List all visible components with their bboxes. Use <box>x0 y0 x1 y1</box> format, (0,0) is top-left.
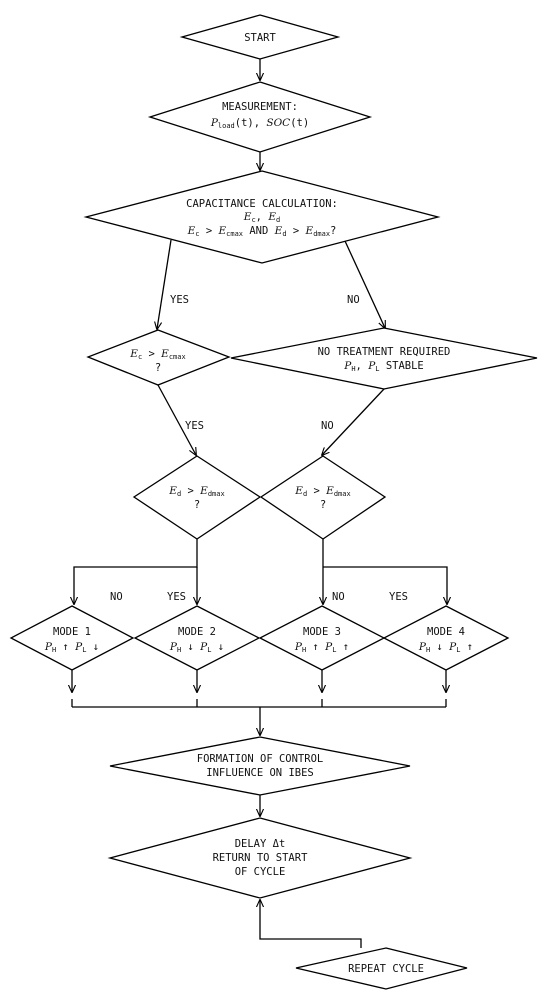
ed-check-right-node <box>259 455 387 540</box>
delay-line-1: DELAY Δt <box>235 838 286 850</box>
start-label: START <box>244 32 276 44</box>
delay-line-3: OF CYCLE <box>235 866 286 878</box>
label-no-mode-1: NO <box>110 591 123 603</box>
capacitance-ec-ed: Ec, Ed <box>243 211 280 224</box>
formation-line-1: FORMATION OF CONTROL <box>197 753 323 765</box>
measurement-title: MEASUREMENT: <box>222 101 298 113</box>
formation-line-2: INFLUENCE ON IBES <box>206 767 313 779</box>
ec-check-question: ? <box>155 362 161 374</box>
ed-check-right-condition: Ed > Edmax <box>294 485 350 498</box>
no-treatment-title: NO TREATMENT REQUIRED <box>318 346 451 358</box>
mode-1-powers: PH ↑ PL ↓ <box>44 641 99 654</box>
ec-check-condition: Ec > Ecmax <box>129 348 185 361</box>
repeat-cycle-node <box>295 947 468 990</box>
no-treatment-node <box>230 327 538 390</box>
mode-4-node <box>382 605 510 671</box>
repeat-cycle-label: REPEAT CYCLE <box>348 963 424 975</box>
mode-1-node <box>9 605 135 671</box>
capacitance-condition: Ec > Ecmax AND Ed > Edmax? <box>187 225 337 238</box>
ed-check-left-question: ? <box>194 499 200 511</box>
formation-node <box>109 736 411 796</box>
label-yes-capacitance: YES <box>170 294 189 306</box>
connector-repeat-loop <box>260 900 362 948</box>
connector-no-to-mode-1 <box>74 539 198 604</box>
ed-check-left-node <box>132 455 262 540</box>
label-yes-mode-2: YES <box>167 591 186 603</box>
mode-4-powers: PH ↓ PL ↑ <box>418 641 473 654</box>
label-no-treatment: NO <box>321 420 334 432</box>
mode-3-powers: PH ↑ PL ↑ <box>294 641 349 654</box>
no-treatment-stable: PH, PL STABLE <box>343 360 424 373</box>
capacitance-title: CAPACITANCE CALCULATION: <box>186 198 338 210</box>
connector-no-to-no-treatment <box>344 240 385 328</box>
ed-check-left-condition: Ed > Edmax <box>168 485 224 498</box>
connector-yes-to-ec-check <box>157 239 172 329</box>
label-no-capacitance: NO <box>347 294 360 306</box>
label-yes-ec-check: YES <box>185 420 204 432</box>
mode-2-node <box>133 605 261 671</box>
delay-line-2: RETURN TO START <box>213 852 309 864</box>
connector-yes-to-mode-4 <box>323 566 447 604</box>
connector-yes-to-ed-check-left <box>157 384 196 455</box>
mode-2-title: MODE 2 <box>178 626 216 638</box>
mode-1-title: MODE 1 <box>53 626 91 638</box>
mode-4-title: MODE 4 <box>427 626 465 638</box>
label-yes-mode-4: YES <box>389 591 408 603</box>
label-no-mode-3: NO <box>332 591 345 603</box>
mode-3-node <box>258 605 386 671</box>
measurement-values: Pload(t), SOC(t) <box>210 117 309 130</box>
capacitance-calculation-node <box>83 170 441 264</box>
mode-3-title: MODE 3 <box>303 626 341 638</box>
ed-check-right-question: ? <box>320 499 326 511</box>
mode-2-powers: PH ↓ PL ↓ <box>169 641 224 654</box>
delay-node <box>107 817 413 899</box>
connector-no-to-ed-check-right <box>322 388 385 455</box>
